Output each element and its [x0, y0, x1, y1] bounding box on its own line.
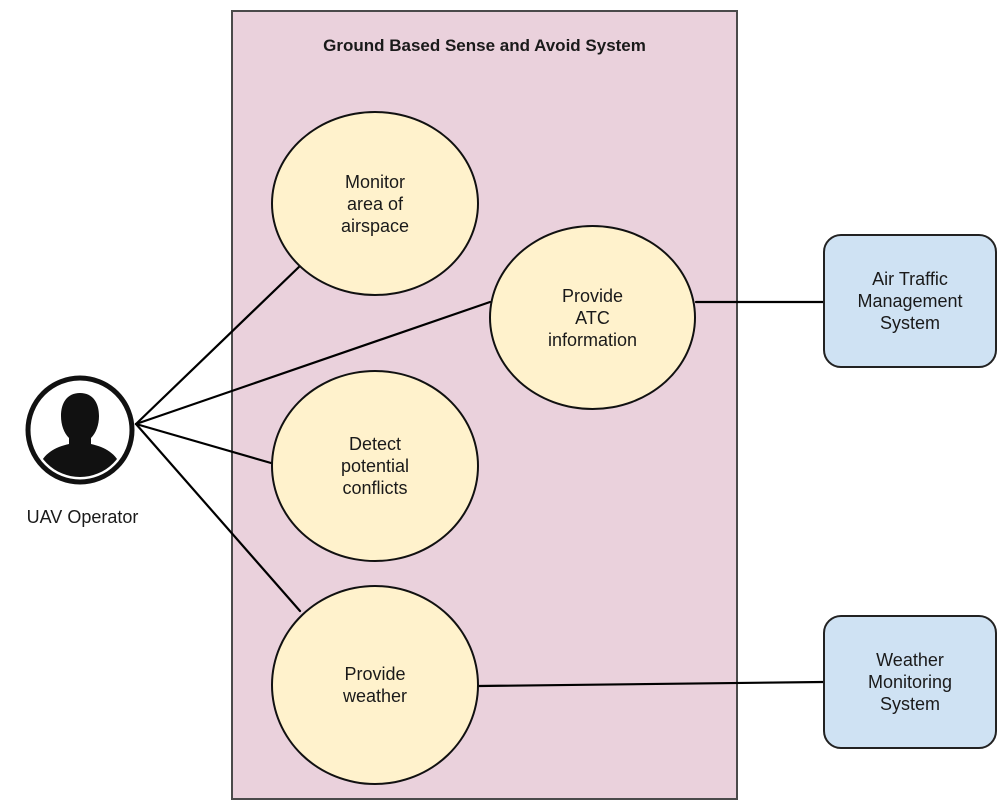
actor-uav-operator[interactable] [25, 375, 135, 485]
association-weather-monitoring [477, 680, 825, 688]
association-operator-monitor [134, 263, 303, 426]
association-operator-weather [134, 422, 302, 613]
use-case-detect-potential-conflicts[interactable]: Detect potential conflicts [271, 370, 479, 562]
external-system-air-traffic-management[interactable]: Air Traffic Management System [823, 234, 997, 368]
association-operator-atc [134, 300, 492, 426]
system-title: Ground Based Sense and Avoid System [323, 36, 646, 55]
user-silhouette-icon [25, 375, 135, 485]
external-system-weather-monitoring[interactable]: Weather Monitoring System [823, 615, 997, 749]
use-case-monitor-airspace[interactable]: Monitor area of airspace [271, 111, 479, 296]
actor-label: UAV Operator [26, 507, 139, 527]
use-case-provide-atc-information[interactable]: Provide ATC information [489, 225, 696, 410]
association-operator-detect [134, 422, 273, 465]
use-case-provide-weather[interactable]: Provide weather [271, 585, 479, 785]
